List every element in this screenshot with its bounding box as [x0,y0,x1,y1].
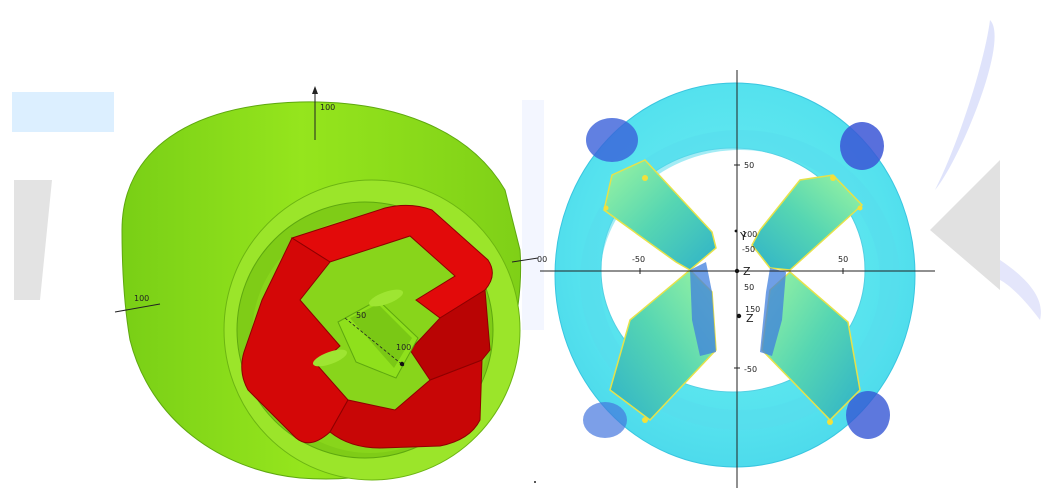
core-key-upper [368,289,404,307]
fem-arm-top-right [751,174,864,271]
fem-hotspot-3 [642,417,648,423]
fem-inner-dot [736,313,742,319]
fem-axis-label-z: Z [743,265,751,278]
axis-z-arrow [312,86,318,94]
inner-origin-dot [399,361,405,367]
axis-x-tick-label: 100 [134,294,149,303]
fem-y-tick-neg: -50 [744,365,757,374]
axis-side-tick-label: 00 [537,255,547,264]
fem-hotspot-1 [642,175,648,181]
fem-axis-label-z2: Z [746,312,754,325]
fem-bore-depth [580,130,900,430]
fem-origin-dot [734,268,740,274]
fem-inner-tick-b: -50 [742,245,755,254]
fem-arm-top-left [603,159,717,271]
right-fem-view: -50 50 50 -50 100 -50 50 150 Y Z Z [540,70,935,488]
core-center-slot [350,304,412,368]
fem-y-tick-pos: 50 [744,161,754,170]
axis-z-tick-label: 100 [320,103,335,112]
watermark [12,20,1041,330]
axis-x-line [114,303,161,313]
core-left-block [241,237,349,444]
fem-flux-bottom-right [846,391,890,439]
left-motor-view: 100 100 00 50 100 [114,86,547,483]
fem-inner-tick-d: 150 [745,305,760,314]
watermark-blue-bar [12,92,114,132]
axis-side-line [511,257,539,263]
fem-hotspot-2 [830,175,836,181]
watermark-blue-swoosh [935,20,995,190]
core-top-block [290,204,493,319]
watermark-grey-triangle [930,160,1000,290]
fem-center-pole-right [760,268,786,356]
inner-tick-a: 50 [356,311,366,320]
fem-flux-bottom-left [583,402,627,438]
core-bottom-block [329,359,483,449]
watermark-grey-block [14,180,52,300]
fem-flux-top-left [586,118,638,162]
fem-hotspot-6 [857,205,863,211]
fem-dot-upper [734,229,738,233]
core-key-lower [312,349,348,367]
fem-center-pole-left [690,262,716,356]
fem-axis-label-y: Y [739,230,747,243]
bottom-axis-dot [534,481,536,483]
fem-flux-top-right [840,122,884,170]
inner-axis-line [344,317,405,367]
inner-tick-b: 100 [396,343,411,352]
red-core [241,204,493,449]
fem-inner-tick-a: 100 [742,230,757,239]
fem-x-tick-neg: -50 [632,255,645,264]
fem-hotspot-4 [827,419,833,425]
fem-x-tick-pos: 50 [838,255,848,264]
left-axes: 100 100 00 50 100 [114,86,547,483]
watermark-blue-swoosh-2 [1000,260,1041,320]
watermark-faint-col [522,100,544,330]
fem-inner-tick-c: 50 [744,283,754,292]
fem-hotspot-5 [603,205,609,211]
right-axes: -50 50 50 -50 100 -50 50 150 Y Z Z [540,70,935,488]
